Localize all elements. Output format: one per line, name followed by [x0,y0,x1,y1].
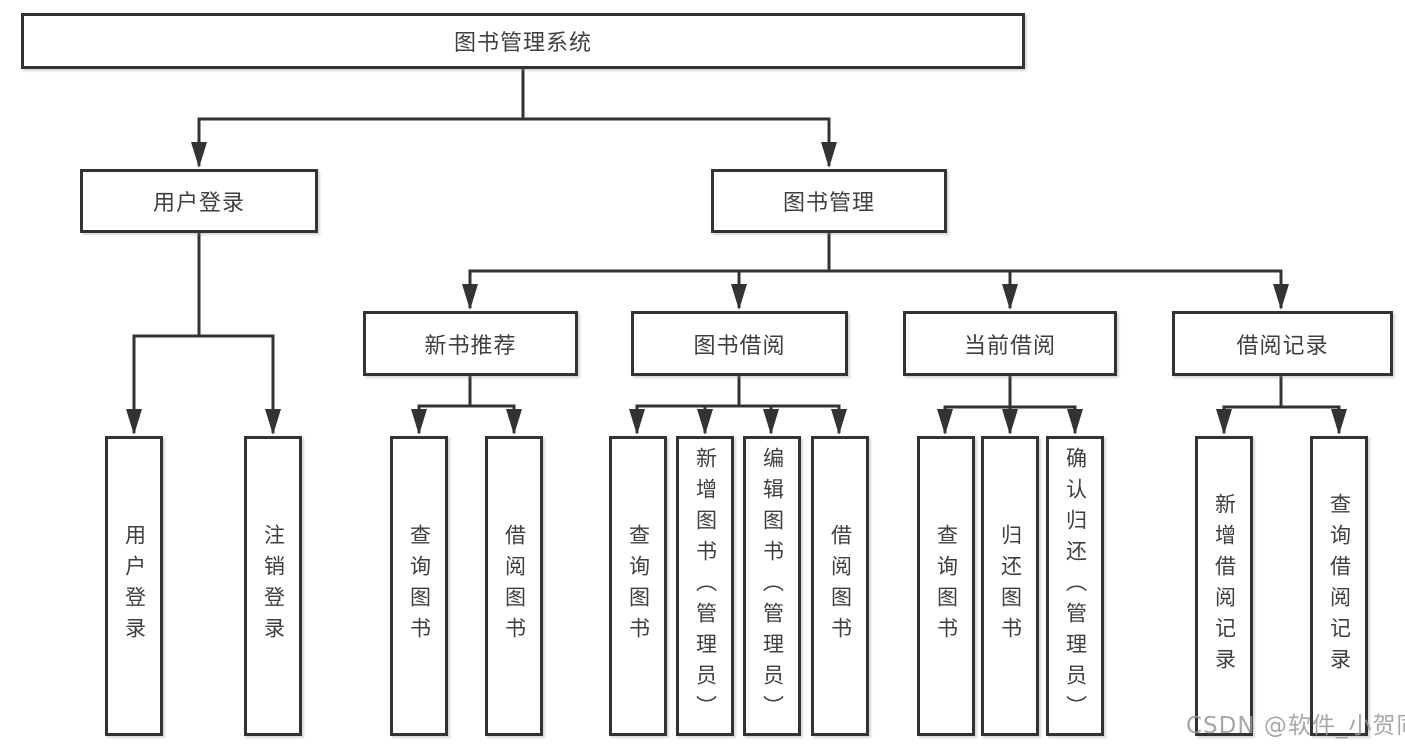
node-label: 注销登录 [261,524,286,648]
node-label: 借阅图书 [828,524,853,648]
node-label: 借阅记录 [1236,333,1329,359]
node-book-borrow: 图书借阅 [631,311,848,376]
node-label: 查询图书 [407,524,432,648]
node-label: 借阅图书 [502,524,527,648]
node-label: 新书推荐 [424,333,517,359]
leaf-user-login: 用户登录 [105,436,163,736]
watermark: CSDN @软件_小贺同学 [1186,713,1405,739]
node-label: 查询图书 [626,524,651,648]
node-label: 查询图书 [934,524,959,648]
leaf-confirm-return-admin: 确认归还（管理员） [1046,436,1104,736]
leaf-borrow-book: 借阅图书 [811,436,869,736]
node-label: 新增借阅记录 [1212,493,1237,679]
leaf-add-borrow-record: 新增借阅记录 [1195,436,1253,736]
leaf-add-book-admin: 新增图书（管理员） [676,436,734,736]
leaf-query-book-newrec: 查询图书 [390,436,448,736]
leaf-logout: 注销登录 [244,436,302,736]
node-label: 编辑图书（管理员） [760,446,785,726]
node-user-login-branch: 用户登录 [80,169,318,233]
leaf-query-borrow-record: 查询借阅记录 [1310,436,1368,736]
leaf-query-book-borrow: 查询图书 [609,436,667,736]
node-current-borrow: 当前借阅 [903,311,1117,376]
node-label: 图书管理 [782,191,875,216]
leaf-borrow-book-newrec: 借阅图书 [485,436,543,736]
node-label: 当前借阅 [963,333,1056,359]
node-label: 图书借阅 [693,333,786,359]
node-new-book-recommend: 新书推荐 [363,311,578,376]
node-label: 确认归还（管理员） [1063,446,1088,726]
leaf-edit-book-admin: 编辑图书（管理员） [743,436,801,736]
leaf-query-book-current: 查询图书 [917,436,975,736]
node-library-system: 图书管理系统 [21,13,1025,69]
node-book-management: 图书管理 [711,169,947,233]
node-borrow-records: 借阅记录 [1172,311,1393,376]
node-label: 新增图书（管理员） [693,446,718,726]
node-label: 用户登录 [122,524,147,648]
node-label: 用户登录 [152,191,245,216]
node-label: 图书管理系统 [453,31,592,56]
node-label: 查询借阅记录 [1327,493,1352,679]
node-label: 归还图书 [998,524,1023,648]
leaf-return-book: 归还图书 [981,436,1039,736]
